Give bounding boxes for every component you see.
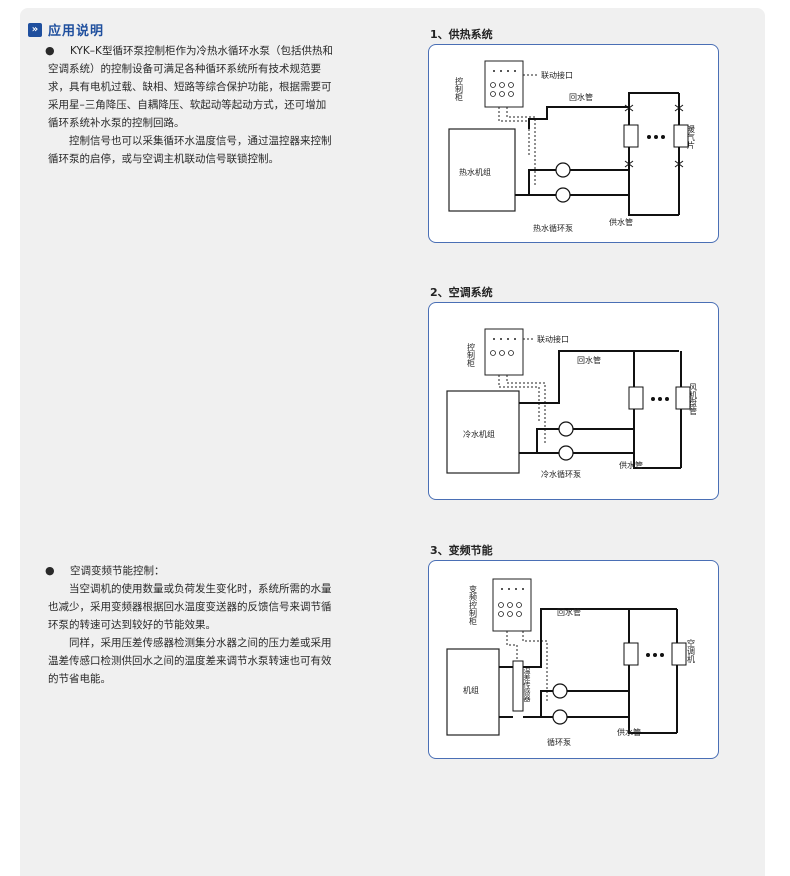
diagram-title-ac: 2、空调系统 [430, 286, 493, 299]
diagram-title-heating: 1、供热系统 [430, 28, 493, 41]
terminal-label: 暖气片 [687, 125, 696, 150]
paragraph-line: 采用星–三角降压、自耦降压、软起动等起动方式，还可增加 [48, 99, 327, 111]
diagram-heating-system: 控制柜 联动接口 热水机组 回水管 热水循环泵 供水管 暖气片 [428, 44, 719, 243]
description-paragraph-1: ●KYK–K型循环泵控制柜作为冷热水循环水泵（包括供热和 空调系统）的控制设备可… [45, 42, 378, 168]
cabinet-label: 控制柜 [467, 342, 476, 368]
paragraph-line: 空调系统）的控制设备可满足各种循环系统所有技术规范要 [48, 63, 321, 75]
cabinet-label: 变频控制柜 [469, 584, 478, 626]
terminal-label: 空调机 [687, 638, 696, 664]
unit-label: 机组 [463, 685, 479, 695]
bullet-icon: ● [45, 44, 55, 57]
paragraph-line: 的节省电能。 [48, 673, 111, 685]
terminal-label: 风机盘管 [689, 383, 698, 416]
paragraph-line: ●KYK–K型循环泵控制柜作为冷热水循环水泵（包括供热和 [45, 42, 378, 60]
diagram-title-vfd: 3、变频节能 [430, 544, 493, 557]
unit-label: 冷水机组 [463, 429, 495, 439]
paragraph-line: 也减少，采用变频器根据回水温度变送器的反馈信号来调节循 [48, 601, 332, 613]
paragraph-line: 环泵的转速可达到较好的节能效果。 [48, 619, 216, 631]
pump-label: 冷水循环泵 [541, 469, 581, 479]
supply-pipe-label: 供水管 [617, 727, 641, 737]
sensor-label: 温差传感器 [523, 666, 531, 703]
paragraph-line: 同样，采用压差传感器检测集分水器之间的压力差或采用 [69, 637, 332, 649]
cabinet-label: 控制柜 [455, 76, 464, 102]
double-chevron-right-icon: » [28, 22, 42, 37]
paragraph-line: 温差传感口检测供回水之间的温度差来调节水泵转速也可有效 [48, 655, 332, 667]
paragraph-line: 当空调机的使用数量或负荷发生变化时，系统所需的水量 [69, 583, 332, 595]
bullet-icon: ● [45, 564, 55, 577]
paragraph-line: 控制信号也可以采集循环水温度信号，通过温控器来控制 [69, 135, 332, 147]
paragraph-line: 循环系统补水泵的控制回路。 [48, 117, 185, 129]
return-pipe-label: 回水管 [557, 607, 581, 617]
diagram-ac-system: 控制柜 联动接口 冷水机组 回水管 冷水循环泵 供水管 风机盘管 [428, 302, 719, 500]
unit-label: 热水机组 [459, 167, 491, 177]
return-pipe-label: 回水管 [577, 355, 601, 365]
return-pipe-label: 回水管 [569, 92, 593, 102]
supply-pipe-label: 供水管 [609, 217, 633, 227]
pump-label: 热水循环泵 [533, 223, 573, 233]
paragraph-line: 循环泵的启停，或与空调主机联动信号联锁控制。 [48, 153, 279, 165]
paragraph-line: 求，具有电机过载、缺相、短路等综合保护功能，根据需要可 [48, 81, 332, 93]
description-paragraph-2: ●空调变频节能控制： 当空调机的使用数量或负荷发生变化时，系统所需的水量 也减少… [45, 562, 378, 688]
section-title: 应用说明 [48, 24, 105, 39]
pump-label: 循环泵 [547, 737, 571, 747]
supply-pipe-label: 供水管 [619, 460, 643, 470]
diagram-vfd-system: 变频控制柜 机组 温差传感器 回水管 循环泵 供水管 空调机 [428, 560, 719, 759]
link-interface-label: 联动接口 [541, 70, 573, 80]
link-interface-label: 联动接口 [537, 334, 569, 344]
section-header: » 应用说明 [28, 20, 104, 39]
paragraph-heading: ●空调变频节能控制： [45, 562, 378, 580]
